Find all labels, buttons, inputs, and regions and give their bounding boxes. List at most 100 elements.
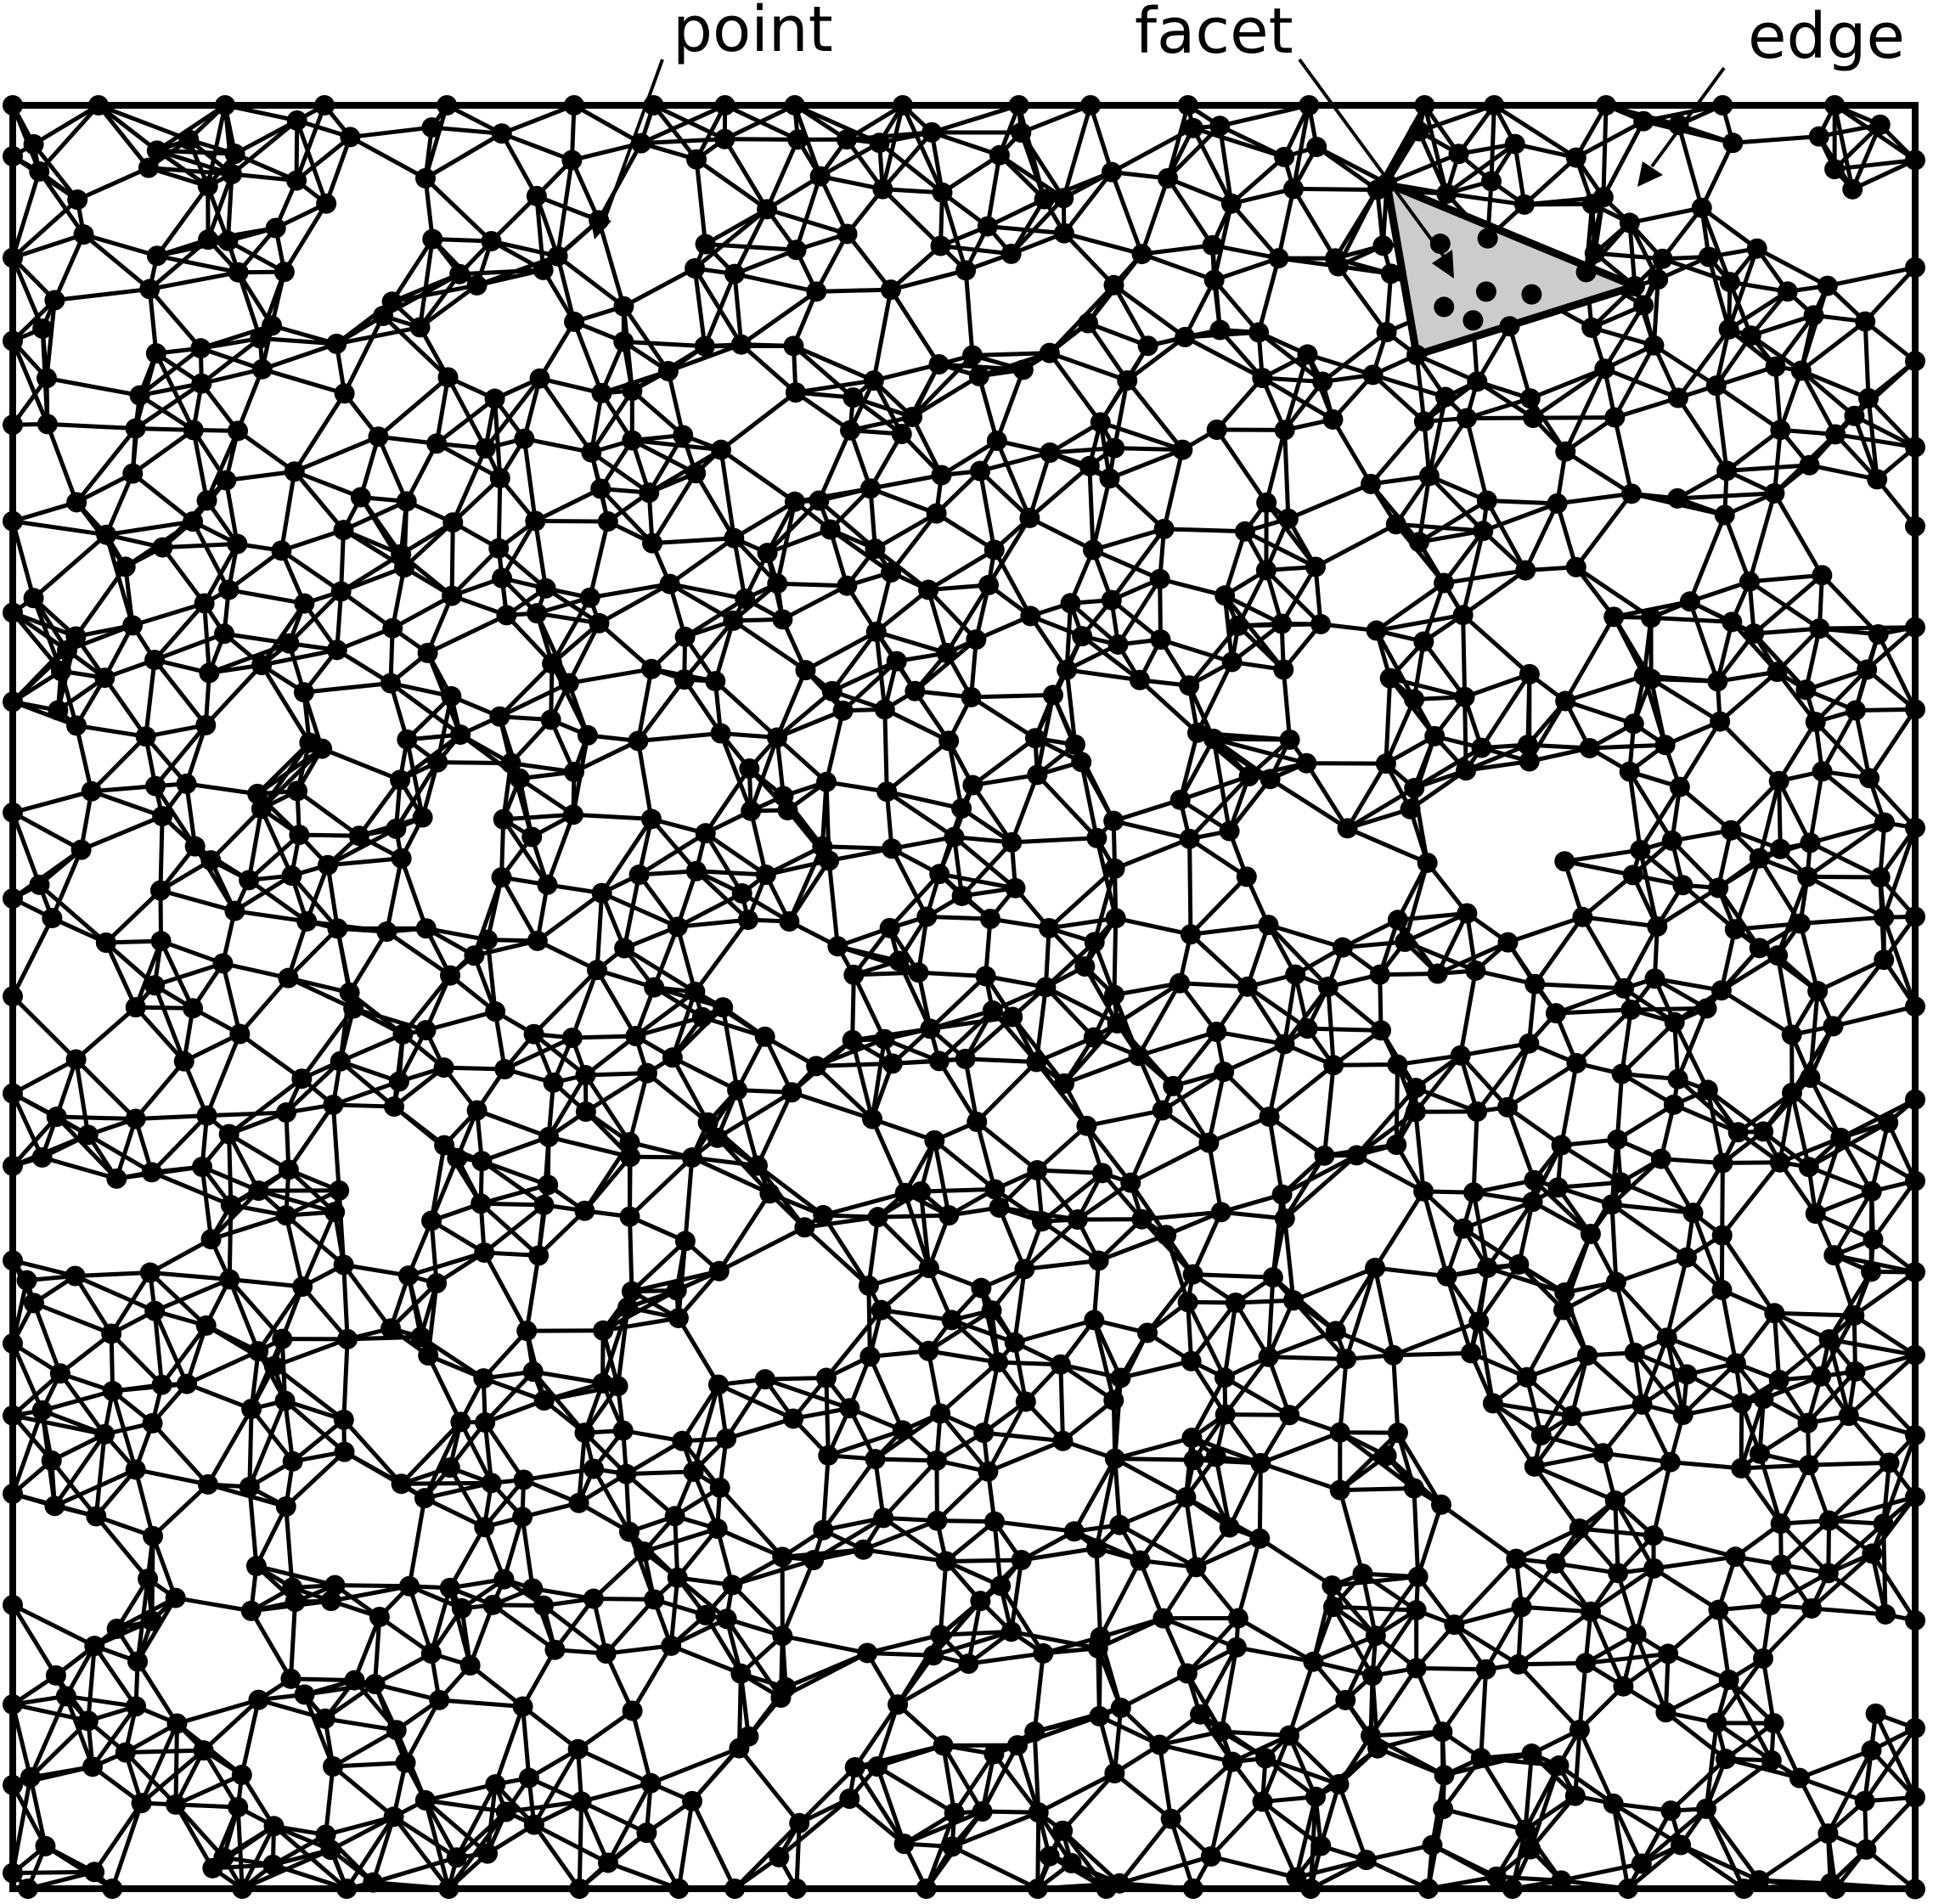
mesh-edge <box>1137 1558 1165 1621</box>
mesh-edge <box>546 1135 633 1159</box>
mesh-edge <box>572 103 644 146</box>
mesh-edge <box>390 565 407 631</box>
mesh-edge <box>579 1781 653 1804</box>
mesh-point <box>1805 712 1826 733</box>
mesh-edge <box>10 915 54 999</box>
mesh-point <box>1845 1360 1866 1382</box>
mesh-edge <box>82 232 160 258</box>
mesh-edge <box>1806 1413 1851 1467</box>
mesh-point <box>636 1822 657 1844</box>
mesh-point <box>122 615 144 636</box>
mesh-edge <box>533 518 549 591</box>
mesh-point <box>329 1180 350 1201</box>
mesh-edge <box>966 1598 983 1666</box>
mesh-edge <box>1799 369 1838 437</box>
mesh-edge <box>1421 639 1468 700</box>
mesh-edge <box>1113 1456 1122 1528</box>
mesh-edge <box>881 1515 949 1563</box>
mesh-edge <box>28 1775 48 1849</box>
mesh-edge <box>739 342 798 395</box>
mesh-edge <box>255 746 324 797</box>
mesh-edge <box>10 1258 77 1279</box>
mesh-point <box>1089 1705 1110 1727</box>
mesh-edge <box>260 367 347 396</box>
mesh-edge <box>425 612 509 656</box>
mesh-point <box>248 1180 269 1202</box>
mesh-point <box>806 1056 827 1077</box>
mesh-edge <box>1087 464 1096 552</box>
mesh-edge <box>924 914 993 921</box>
mesh-edge <box>347 134 428 181</box>
mesh-edge <box>780 1633 870 1655</box>
mesh-edge <box>1413 1085 1479 1114</box>
mesh-edge <box>932 1138 997 1191</box>
mesh-point <box>3 691 23 713</box>
mesh-edge <box>448 1586 473 1668</box>
mesh-edge <box>74 1057 138 1122</box>
mesh-edge <box>974 1119 997 1191</box>
mesh-point <box>273 262 295 283</box>
mesh-edge <box>1513 142 1527 207</box>
mesh-edge <box>868 486 939 516</box>
mesh-edge <box>1227 1461 1263 1530</box>
mesh-edge <box>149 1113 210 1175</box>
mesh-edge <box>926 1349 1000 1365</box>
mesh-point <box>543 1072 564 1093</box>
mesh-edge <box>339 565 407 594</box>
mesh-point <box>1279 729 1300 750</box>
mesh-point <box>1865 1703 1886 1724</box>
mesh-point <box>3 414 23 436</box>
mesh-point <box>1101 589 1122 611</box>
mesh-edge <box>876 1214 932 1270</box>
mesh-point <box>1346 1145 1367 1166</box>
mesh-point <box>1753 1389 1774 1410</box>
mesh-point <box>1413 1180 1434 1202</box>
mesh-edge <box>1061 1398 1116 1444</box>
mesh-edge <box>865 1632 943 1655</box>
mesh-point <box>294 593 315 614</box>
mesh-point <box>755 865 776 886</box>
mesh-point <box>1497 1096 1519 1118</box>
mesh-edge <box>888 268 968 292</box>
mesh-point <box>978 1461 999 1482</box>
mesh-edge <box>521 1704 581 1752</box>
mesh-point <box>471 1151 493 1172</box>
mesh-edge <box>910 374 982 420</box>
mesh-edge <box>489 239 561 259</box>
mesh-edge <box>1373 1574 1421 1638</box>
mesh-edge <box>294 103 327 183</box>
mesh-edge <box>351 1006 428 1033</box>
mesh-edge <box>803 629 879 673</box>
mesh-edge <box>1113 1435 1194 1462</box>
mesh-point <box>1516 1366 1537 1388</box>
mesh-edge <box>330 1760 409 1769</box>
mesh-edge <box>256 1284 305 1354</box>
mesh-edge <box>720 1005 740 1093</box>
mesh-edge <box>208 806 264 863</box>
mesh-point <box>754 1369 775 1390</box>
mesh-edge <box>534 194 601 223</box>
mesh-point <box>125 1108 146 1129</box>
mesh-point <box>195 1315 217 1336</box>
mesh-edge <box>406 1250 487 1278</box>
mesh-edge <box>209 1188 261 1242</box>
mesh-edge <box>549 621 602 666</box>
mesh-point <box>314 1708 335 1729</box>
mesh-edge <box>1480 501 1560 533</box>
mesh-point <box>197 1473 218 1495</box>
mesh-point <box>673 425 694 446</box>
mesh-edge <box>1613 1460 1673 1503</box>
mesh-edge <box>1588 1566 1656 1614</box>
mesh-point <box>879 917 900 938</box>
mesh-edge <box>828 527 893 575</box>
mesh-edge <box>31 595 64 673</box>
mesh-point <box>757 543 778 564</box>
mesh-point <box>1706 1712 1727 1733</box>
mesh-edge <box>1229 201 1281 261</box>
mesh-edge <box>912 637 978 694</box>
mesh-point <box>466 1100 487 1121</box>
mesh-edge <box>824 708 846 785</box>
mesh-edge <box>1719 1287 1739 1366</box>
mesh-edge <box>882 707 951 743</box>
mesh-edge <box>1314 144 1389 186</box>
